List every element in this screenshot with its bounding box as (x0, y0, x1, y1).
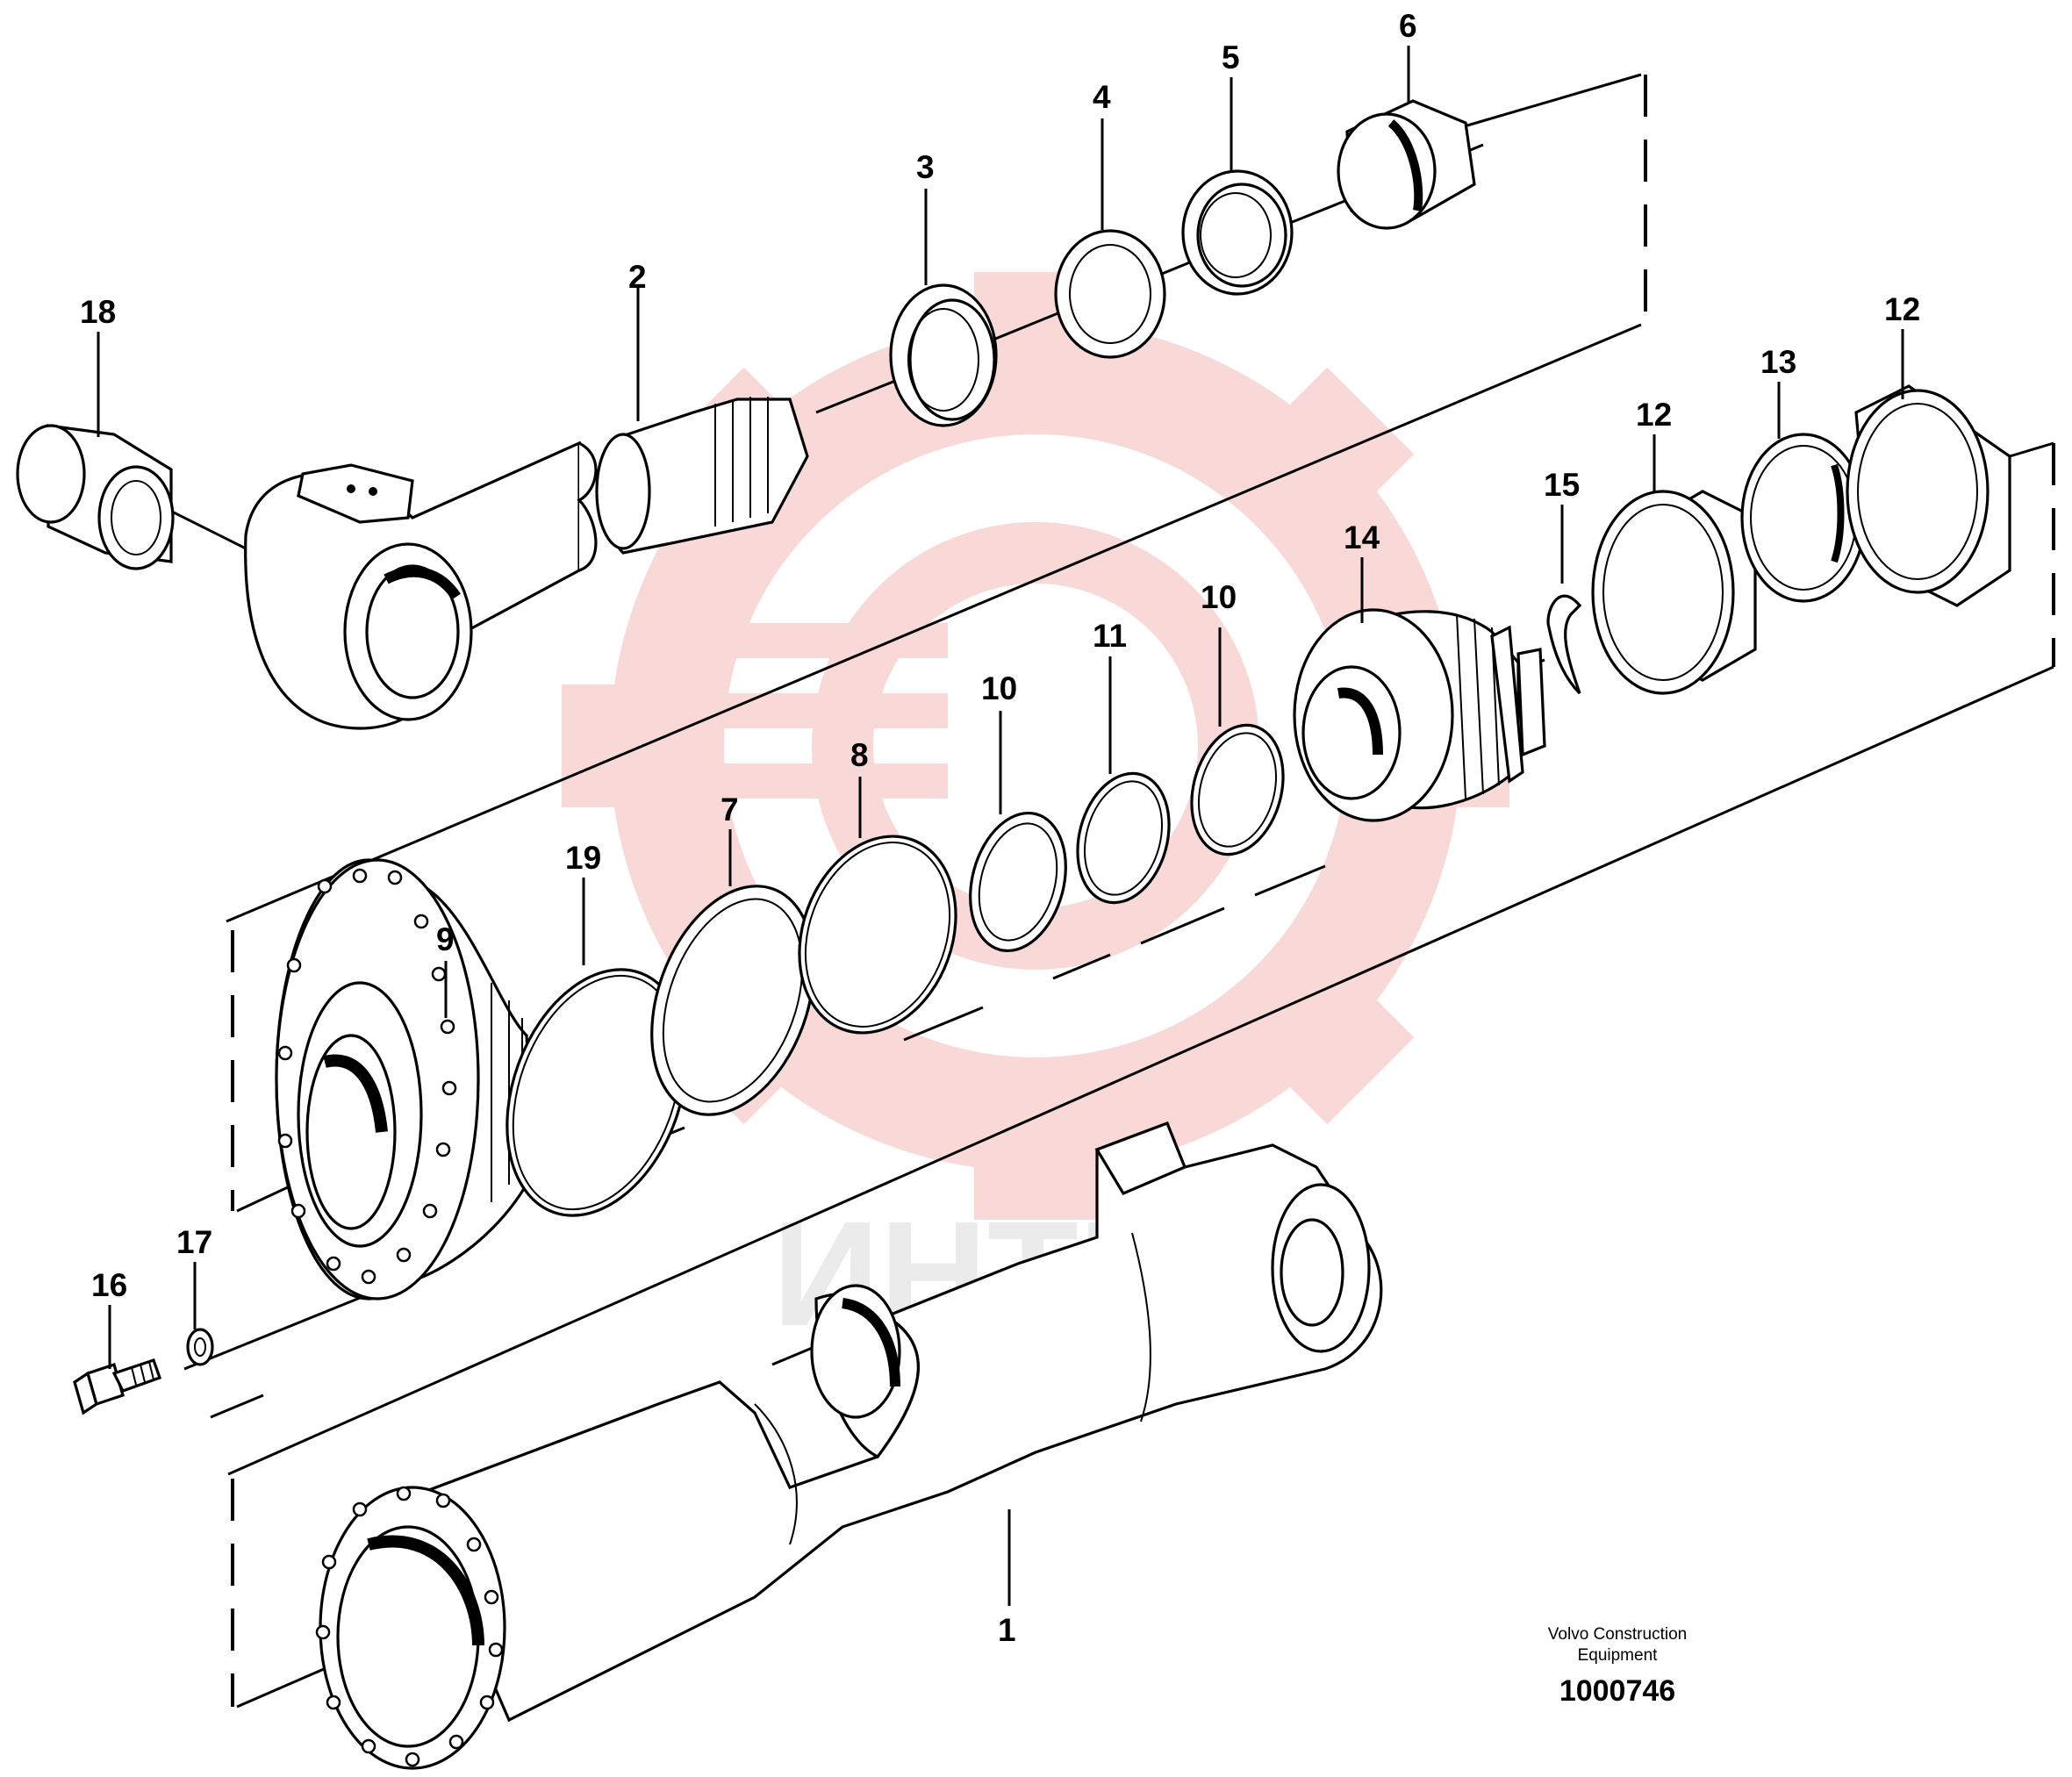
part-7-ring (650, 885, 815, 1116)
callout-19: 19 (565, 840, 601, 876)
callout-3: 3 (916, 149, 935, 185)
callout-18: 18 (80, 294, 116, 330)
callout-11: 11 (1093, 618, 1127, 654)
part-10-ring-b (1190, 723, 1285, 856)
part-17-washer (186, 1328, 214, 1366)
callout-6: 6 (1399, 8, 1417, 44)
leader-lines (97, 46, 1904, 1606)
part-13-ring (1740, 433, 1867, 603)
callout-8: 8 (850, 737, 869, 773)
callout-10-a: 10 (981, 670, 1017, 706)
assembly-lines (148, 73, 2055, 1709)
callout-17: 17 (176, 1224, 212, 1260)
callouts: 1 2 3 4 5 6 7 8 9 10 10 11 12 12 13 14 1… (80, 8, 1920, 1648)
callout-14: 14 (1344, 519, 1380, 555)
part-3-seal (889, 283, 998, 427)
part-10-ring-a (969, 811, 1067, 953)
part-14-piston (1293, 608, 1546, 822)
callout-16: 16 (91, 1267, 127, 1303)
part-6-bushing (1337, 99, 1476, 230)
part-11-ring (1076, 771, 1171, 905)
callout-13: 13 (1760, 344, 1796, 380)
part-9-cylinder-head (275, 858, 537, 1301)
document-number: 1000746 (1559, 1674, 1675, 1708)
callout-10-b: 10 (1201, 579, 1237, 615)
callout-12-b: 12 (1884, 291, 1920, 327)
part-15-lock-pin (1546, 594, 1582, 695)
credit-line-1: Volvo Construction (1548, 1625, 1687, 1644)
part-2-piston-rod (244, 397, 809, 730)
bolt-holes (277, 868, 457, 1285)
callout-7: 7 (721, 792, 739, 828)
part-8-o-ring (798, 835, 957, 1035)
callout-9: 9 (436, 921, 455, 957)
part-12-guide-ring-a (1591, 490, 1757, 695)
part-12-guide-ring-b (1846, 384, 2011, 607)
part-19-o-ring (505, 968, 688, 1217)
callout-12-a: 12 (1636, 397, 1672, 433)
part-1-cylinder-tube (315, 1121, 1383, 1770)
part-18-bushing (16, 424, 175, 570)
callout-5: 5 (1222, 39, 1240, 75)
part-16-bolt (73, 1358, 162, 1415)
callout-1: 1 (998, 1612, 1016, 1648)
part-5-seal (1181, 169, 1294, 296)
credit-line-2: Equipment (1578, 1646, 1659, 1665)
callout-15: 15 (1544, 467, 1580, 503)
callout-4: 4 (1093, 79, 1111, 115)
part-4-ring (1054, 229, 1166, 359)
callout-2: 2 (628, 259, 647, 295)
